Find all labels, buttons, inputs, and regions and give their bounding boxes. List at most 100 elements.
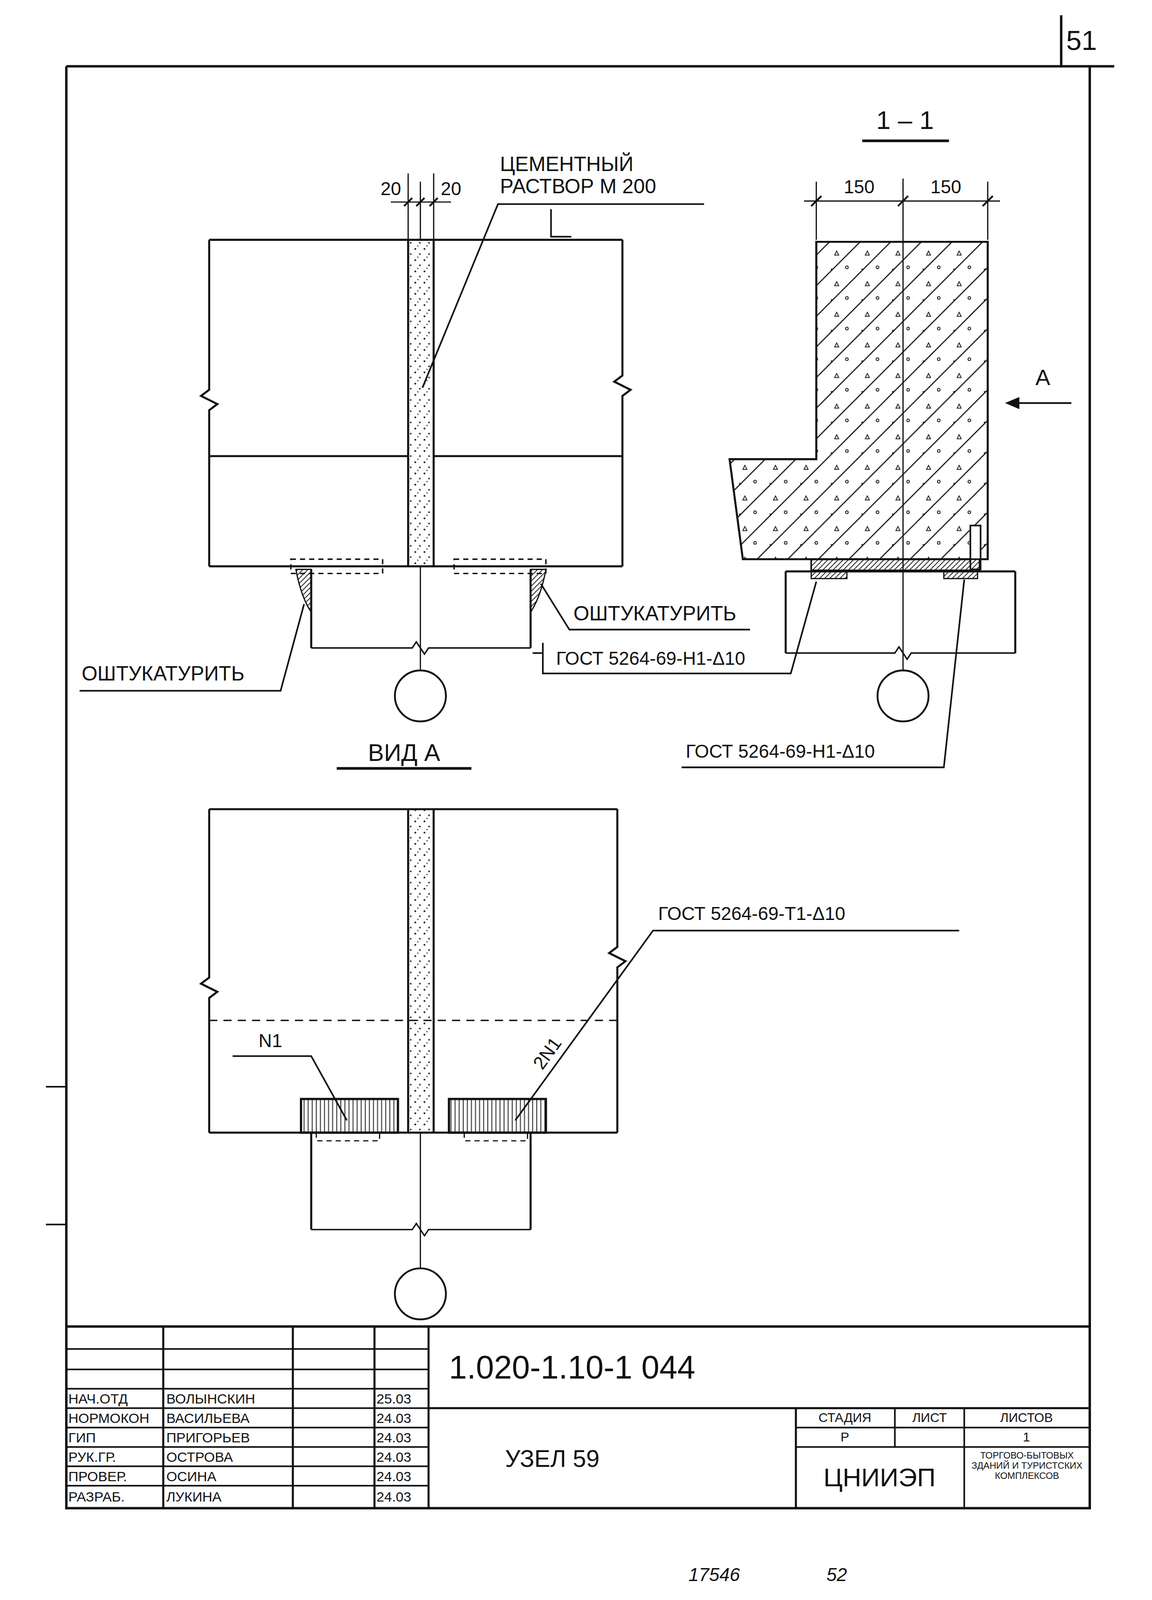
- leader-lines-part: [550, 208, 572, 237]
- joint-elevation-part: [408, 239, 434, 567]
- title-block-part: [428, 1406, 1090, 1409]
- section-1-1-part: [810, 559, 980, 571]
- organisation-name: ЦНИИЭП: [823, 1462, 936, 1492]
- section-1-1-part: [729, 241, 988, 559]
- archive-number: 17546: [688, 1563, 740, 1585]
- name-cell: ВОЛЫНСКИН: [166, 1390, 256, 1406]
- section-1-1: [729, 140, 1072, 722]
- view-a-part: [408, 808, 434, 1133]
- dimension-lines-part: [810, 195, 993, 207]
- title-block-part: [794, 1407, 797, 1508]
- title-block-part: [895, 1407, 965, 1508]
- view-a-part: [449, 1098, 547, 1133]
- section-1-1-part: [785, 571, 1016, 653]
- joint-elevation-part: [614, 239, 631, 567]
- leader-lines-part: [422, 203, 704, 388]
- dimension-lines-part: [408, 173, 434, 240]
- name-cell: ПРИГОРЬЕВ: [166, 1428, 250, 1445]
- view-a-part: [201, 808, 218, 1133]
- dimension-lines-part: [403, 197, 438, 207]
- drawing-code: 1.020-1.10-1 044: [449, 1348, 696, 1385]
- title-block-part: [163, 1325, 429, 1508]
- joint-elevation-part: [201, 239, 218, 567]
- view-a: [201, 768, 626, 1319]
- section-1-1-part: [785, 646, 1016, 659]
- view-arrow-label: А: [1035, 365, 1051, 390]
- header-cell: ЛИСТ: [912, 1410, 947, 1425]
- date-cell: 24.03: [376, 1467, 412, 1483]
- stage-cell: Р: [840, 1429, 850, 1445]
- joint-elevation-part: [530, 569, 546, 613]
- leader-lines-part: [542, 581, 817, 674]
- weld-note: ГОСТ 5264-69-Н1-Δ10: [685, 740, 875, 762]
- date-cell: 24.03: [376, 1409, 412, 1426]
- material-note: ЦЕМЕНТНЫЙ РАСТВОР М 200: [499, 152, 705, 198]
- callout-number: 2N1: [528, 1032, 566, 1073]
- joint-elevation-part: [209, 238, 623, 241]
- view-a-part: [316, 1132, 380, 1141]
- joint-elevation-part: [395, 670, 446, 721]
- view-a-part: [300, 1098, 398, 1133]
- date-cell: 24.03: [376, 1487, 412, 1504]
- section-1-1-part: [1005, 396, 1020, 409]
- page-number: 51: [1066, 25, 1098, 56]
- view-a-part: [209, 1131, 618, 1134]
- sheet-frame-part: [45, 1086, 67, 1225]
- role-cell: НОРМОКОН: [68, 1409, 150, 1426]
- view-a-part: [408, 808, 434, 1133]
- weld-note: ГОСТ 5264-69-Т1-Δ10: [658, 902, 846, 924]
- section-1-1-part: [862, 139, 950, 143]
- name-cell: ЛУКИНА: [166, 1487, 222, 1504]
- archive-number: 52: [826, 1563, 848, 1585]
- view-a-part: [209, 807, 618, 810]
- sheet-count-cell: 1: [1023, 1429, 1031, 1445]
- name-cell: ОСТРОВА: [166, 1448, 233, 1464]
- organisation-subtitle: ТОРГОВО-БЫТОВЫХ ЗДАНИЙ И ТУРИСТСКИХ КОМП…: [966, 1449, 1088, 1481]
- section-label: 1 – 1: [876, 106, 934, 135]
- weld-note: ГОСТ 5264-69-Н1-Δ10: [555, 647, 745, 669]
- sheet-frame-part: [66, 15, 1115, 1508]
- dimension: 150: [843, 176, 875, 197]
- role-cell: РУК.ГР.: [68, 1448, 116, 1464]
- title-block: [66, 1325, 1091, 1508]
- leader-lines-part: [79, 603, 305, 691]
- title-block-part: [66, 1348, 429, 1486]
- view-a-part: [419, 1132, 421, 1268]
- date-cell: 24.03: [376, 1448, 412, 1464]
- leader-lines-part: [540, 583, 750, 630]
- dimension-lines-part: [816, 181, 988, 240]
- role-cell: РАЗРАБ.: [68, 1487, 125, 1504]
- header-cell: ЛИСТОВ: [999, 1410, 1053, 1425]
- leader-lines-part: [515, 930, 960, 1121]
- view-a-part: [609, 808, 626, 1133]
- title-block-part: [66, 1324, 1091, 1328]
- section-1-1-part: [1016, 402, 1072, 404]
- view-a-part: [336, 766, 472, 770]
- title-block-part: [795, 1426, 1090, 1447]
- role-cell: ПРОВЕР.: [68, 1467, 128, 1483]
- view-a-part: [395, 1267, 446, 1319]
- plaster-note: ОШТУКАТУРИТЬ: [81, 662, 245, 685]
- date-cell: 25.03: [376, 1390, 412, 1406]
- joint-elevation-part: [209, 565, 623, 567]
- plaster-note: ОШТУКАТУРИТЬ: [573, 601, 737, 624]
- role-cell: НАЧ.ОТД: [68, 1390, 128, 1406]
- name-cell: ВАСИЛЬЕВА: [166, 1409, 250, 1426]
- callout-number: N1: [258, 1030, 283, 1051]
- dimension: 150: [930, 176, 962, 197]
- view-a-part: [209, 1019, 618, 1021]
- role-cell: ГИП: [68, 1428, 96, 1445]
- header-cell: СТАДИЯ: [818, 1410, 872, 1425]
- dimension: 20: [380, 178, 402, 199]
- joint-elevation-part: [419, 566, 421, 671]
- view-label: ВИД А: [367, 739, 440, 766]
- name-cell: ОСИНА: [166, 1467, 217, 1483]
- date-cell: 24.03: [376, 1428, 412, 1445]
- drawing-title: УЗЕЛ 59: [505, 1445, 600, 1472]
- dimension: 20: [440, 178, 462, 199]
- leader-lines-part: [532, 652, 543, 654]
- dimension-lines: [390, 173, 1000, 240]
- joint-elevation-part: [209, 454, 623, 457]
